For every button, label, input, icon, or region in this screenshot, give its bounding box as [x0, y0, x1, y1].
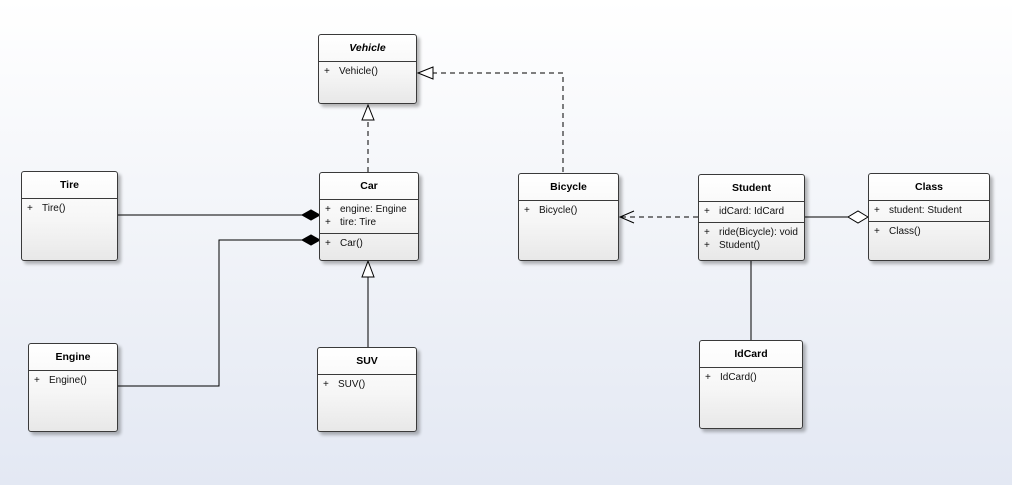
class-idcard-operation: +IdCard() [705, 372, 757, 383]
class-student-attribute: +idCard: IdCard [704, 206, 785, 217]
bicycle-vehicle-realization-arrowhead [416, 66, 434, 80]
tire-car-composition-diamond [300, 209, 322, 221]
class-class-name: Class [869, 174, 989, 201]
class-student-attributes: +idCard: IdCard [699, 202, 804, 223]
class-vehicle-operation: +Vehicle() [324, 66, 378, 77]
class-class-attributes: +student: Student [869, 201, 989, 222]
class-class-attribute: +student: Student [874, 205, 962, 216]
class-bicycle-operations: +Bicycle() [519, 201, 618, 221]
suv-car-generalization-arrowhead [361, 259, 375, 278]
class-idcard-name: IdCard [700, 341, 802, 368]
class-bicycle-operation: +Bicycle() [524, 205, 578, 216]
class-car-name: Car [320, 173, 418, 200]
class-bicycle-name: Bicycle [519, 174, 618, 201]
class-vehicle[interactable]: Vehicle +Vehicle() [318, 34, 417, 104]
class-tire-operation: +Tire() [27, 203, 66, 214]
class-car-attributes: +engine: Engine +tire: Tire [320, 200, 418, 234]
class-car[interactable]: Car +engine: Engine +tire: Tire +Car() [319, 172, 419, 261]
student-class-aggregation-diamond [847, 210, 869, 224]
class-class-operation: +Class() [874, 226, 921, 237]
bicycle-vehicle-realization-line[interactable] [433, 72, 564, 172]
class-class[interactable]: Class +student: Student +Class() [868, 173, 990, 261]
class-class-operations: +Class() [869, 222, 989, 242]
class-student-operation: +Student() [704, 240, 761, 251]
class-vehicle-name: Vehicle [319, 35, 416, 62]
class-tire[interactable]: Tire +Tire() [21, 171, 118, 261]
class-student-operations: +ride(Bicycle): void +Student() [699, 223, 804, 256]
class-suv-name: SUV [318, 348, 416, 375]
class-engine-name: Engine [29, 344, 117, 371]
class-car-operations: +Car() [320, 234, 418, 254]
class-student-operation: +ride(Bicycle): void [704, 227, 798, 238]
class-idcard-operations: +IdCard() [700, 368, 802, 388]
class-idcard[interactable]: IdCard +IdCard() [699, 340, 803, 429]
class-car-operation: +Car() [325, 238, 363, 249]
class-student[interactable]: Student +idCard: IdCard +ride(Bicycle): … [698, 174, 805, 261]
engine-car-composition-line[interactable] [118, 239, 302, 387]
class-suv-operations: +SUV() [318, 375, 416, 395]
class-bicycle[interactable]: Bicycle +Bicycle() [518, 173, 619, 261]
class-engine[interactable]: Engine +Engine() [28, 343, 118, 432]
class-engine-operation: +Engine() [34, 375, 87, 386]
class-student-name: Student [699, 175, 804, 202]
class-car-attribute: +engine: Engine [325, 204, 407, 215]
car-vehicle-realization-arrowhead [361, 103, 375, 121]
class-tire-operations: +Tire() [22, 199, 117, 219]
student-bicycle-dependency-arrowhead [618, 210, 635, 224]
class-vehicle-operations: +Vehicle() [319, 62, 416, 82]
class-engine-operations: +Engine() [29, 371, 117, 391]
class-tire-name: Tire [22, 172, 117, 199]
class-suv[interactable]: SUV +SUV() [317, 347, 417, 432]
class-suv-operation: +SUV() [323, 379, 366, 390]
class-car-attribute: +tire: Tire [325, 217, 377, 228]
engine-car-composition-diamond [300, 234, 322, 246]
